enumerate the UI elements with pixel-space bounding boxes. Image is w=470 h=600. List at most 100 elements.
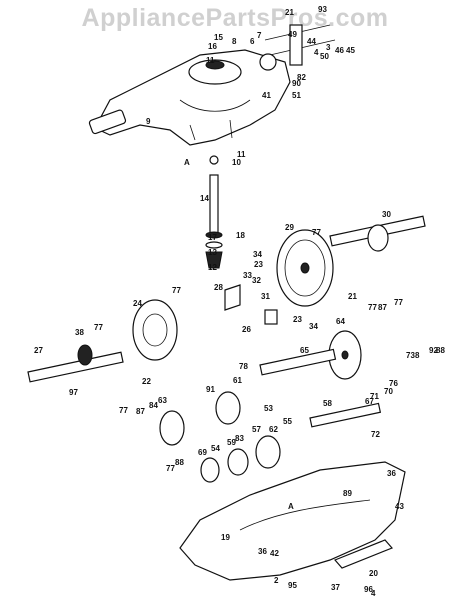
callout-77: 77 xyxy=(172,286,181,295)
callout-24: 24 xyxy=(133,299,142,308)
callout-16: 16 xyxy=(208,42,217,51)
callout-77: 77 xyxy=(166,464,175,473)
callout-8: 8 xyxy=(415,351,420,360)
callout-95: 95 xyxy=(288,581,297,590)
callout-92: 92 xyxy=(429,346,438,355)
callout-4: 4 xyxy=(371,589,376,598)
callout-77: 77 xyxy=(119,406,128,415)
callout-10: 10 xyxy=(232,158,241,167)
lower-housing xyxy=(179,461,406,581)
watermark-text: AppliancePartsPros.com xyxy=(81,4,389,32)
callout-50: 50 xyxy=(320,52,329,61)
callout-A: A xyxy=(184,158,190,167)
callout-15: 15 xyxy=(214,33,223,42)
callout-8: 8 xyxy=(232,37,237,46)
callout-62: 62 xyxy=(269,425,278,434)
callout-22: 22 xyxy=(142,377,151,386)
callout-19: 19 xyxy=(221,533,230,542)
callout-97: 97 xyxy=(69,388,78,397)
callout-72: 72 xyxy=(371,430,380,439)
callout-51: 51 xyxy=(292,91,301,100)
callout-89: 89 xyxy=(343,489,352,498)
callout-59: 59 xyxy=(227,438,236,447)
callout-63: 63 xyxy=(158,396,167,405)
callout-36: 36 xyxy=(258,547,267,556)
callout-90: 90 xyxy=(292,79,301,88)
callout-20: 20 xyxy=(369,569,378,578)
callout-13: 13 xyxy=(208,248,217,257)
callout-27: 27 xyxy=(34,346,43,355)
callout-2: 2 xyxy=(274,576,279,585)
callout-84: 84 xyxy=(149,401,158,410)
callout-14: 14 xyxy=(200,194,209,203)
callout-49: 49 xyxy=(288,30,297,39)
callout-70: 70 xyxy=(384,387,393,396)
callout-43: 43 xyxy=(395,502,404,511)
callout-69: 69 xyxy=(198,448,207,457)
callout-58: 58 xyxy=(323,399,332,408)
callout-37: 37 xyxy=(331,583,340,592)
callout-32: 32 xyxy=(252,276,261,285)
callout-93: 93 xyxy=(318,5,327,14)
callout-28: 28 xyxy=(214,283,223,292)
callout-91: 91 xyxy=(206,385,215,394)
callout-33: 33 xyxy=(243,271,252,280)
callout-41: 41 xyxy=(262,91,271,100)
callout-38: 38 xyxy=(75,328,84,337)
callout-77: 77 xyxy=(94,323,103,332)
callout-54: 54 xyxy=(211,444,220,453)
callout-77: 77 xyxy=(394,298,403,307)
callout-88: 88 xyxy=(175,458,184,467)
output-shaft xyxy=(329,215,426,252)
callout-78: 78 xyxy=(239,362,248,371)
gear-stack xyxy=(159,391,382,483)
callout-18: 18 xyxy=(236,231,245,240)
callout-21: 21 xyxy=(348,292,357,301)
countershaft-gear xyxy=(259,330,362,380)
callout-3: 3 xyxy=(326,43,331,52)
callout-12: 12 xyxy=(208,263,217,272)
callout-61: 61 xyxy=(233,376,242,385)
callout-65: 65 xyxy=(300,346,309,355)
callout-30: 30 xyxy=(382,210,391,219)
callout-34: 34 xyxy=(253,250,262,259)
callout-44: 44 xyxy=(307,37,316,46)
callout-82: 82 xyxy=(297,73,306,82)
callout-53: 53 xyxy=(264,404,273,413)
callout-34: 34 xyxy=(309,322,318,331)
callout-31: 31 xyxy=(261,292,270,301)
callout-23: 23 xyxy=(254,260,263,269)
input-shaft xyxy=(205,155,223,269)
upper-housing xyxy=(88,49,291,146)
ring-gear xyxy=(276,229,334,307)
callout-64: 64 xyxy=(336,317,345,326)
callout-77: 77 xyxy=(368,303,377,312)
callout-4: 4 xyxy=(314,48,319,57)
callout-26: 26 xyxy=(242,325,251,334)
callout-57: 57 xyxy=(252,425,261,434)
callout-76: 76 xyxy=(389,379,398,388)
callout-45: 45 xyxy=(346,46,355,55)
callout-42: 42 xyxy=(270,549,279,558)
callout-9: 9 xyxy=(146,117,151,126)
callout-88: 88 xyxy=(436,346,445,355)
callout-29: 29 xyxy=(285,223,294,232)
callout-17: 17 xyxy=(208,233,217,242)
callout-46: 46 xyxy=(335,46,344,55)
callout-6: 6 xyxy=(250,37,255,46)
differential-gears xyxy=(224,284,278,325)
axle-housing xyxy=(27,299,178,383)
callout-23: 23 xyxy=(293,315,302,324)
callout-21: 21 xyxy=(285,8,294,17)
callout-71: 71 xyxy=(370,392,379,401)
callout-7: 7 xyxy=(257,31,262,40)
callout-55: 55 xyxy=(283,417,292,426)
callout-77: 77 xyxy=(312,228,321,237)
callout-87: 87 xyxy=(136,407,145,416)
callout-83: 83 xyxy=(235,434,244,443)
callout-36: 36 xyxy=(387,469,396,478)
callout-11: 11 xyxy=(206,56,215,65)
callout-11: 11 xyxy=(237,150,246,159)
callout-87: 87 xyxy=(378,303,387,312)
